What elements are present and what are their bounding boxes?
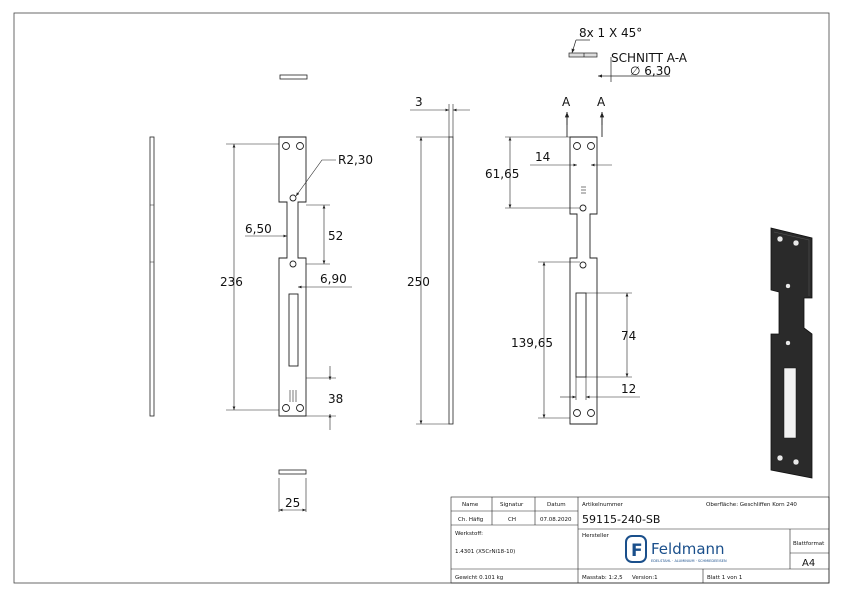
front-view-dimensions	[226, 143, 352, 512]
thickness-dimensions	[410, 104, 470, 425]
dim-width-25: 25	[285, 496, 300, 510]
tb-date: 07.08.2020	[540, 517, 572, 523]
dim-width-650: 6,50	[245, 222, 272, 236]
company-name: Feldmann	[651, 540, 725, 558]
thickness-view	[448, 136, 454, 425]
tb-article-label: Artikelnummer	[582, 502, 624, 508]
tb-material-value: 1.4301 (X5CrNi18-10)	[455, 549, 515, 555]
dim-height-38: 38	[328, 392, 343, 406]
tb-sheet: Blatt 1 von 1	[707, 575, 742, 581]
section-markers	[564, 112, 605, 137]
tb-surface: Oberfläche: Geschliffen Korn 240	[706, 502, 797, 508]
front-view-2-dimensions	[505, 136, 640, 419]
tb-date-header: Datum	[547, 502, 566, 508]
dim-height-6165: 61,65	[485, 167, 519, 181]
company-tagline: EDELSTAHL · ALUMINIUM · SCHMIEDEEISEN	[651, 559, 727, 563]
dim-height-52: 52	[328, 229, 343, 243]
dim-chamfer: 8x 1 X 45°	[579, 26, 642, 40]
section-mark-right: A	[597, 95, 606, 109]
dim-thickness: 3	[415, 95, 423, 109]
tb-material-label: Werkstoff:	[455, 531, 483, 537]
tb-format-value: A4	[802, 558, 815, 569]
company-logo: F Feldmann EDELSTAHL · ALUMINIUM · SCHMI…	[625, 535, 727, 563]
tb-signature-header: Signatur	[500, 502, 524, 508]
tb-weight: Gewicht 0.101 kg	[455, 575, 503, 581]
title-block	[450, 496, 830, 584]
logo-letter: F	[631, 541, 643, 561]
dim-length-236: 236	[220, 275, 243, 289]
tb-scale: Masstab: 1:2,5	[582, 575, 623, 581]
drawing-frame	[13, 12, 830, 584]
dim-height-13965: 139,65	[511, 336, 553, 350]
tb-signature: CH	[508, 517, 516, 523]
tb-manufacturer-label: Hersteller	[582, 533, 610, 539]
product-render	[770, 227, 813, 479]
section-detail	[568, 39, 670, 82]
section-title: SCHNITT A-A	[611, 51, 688, 65]
dim-section-diameter: ∅ 6,30	[630, 64, 671, 78]
side-view	[149, 136, 155, 417]
tb-format-label: Blattformat	[793, 541, 825, 547]
tb-version: Version:1	[632, 575, 658, 581]
tb-article-number: 59115-240-SB	[582, 513, 660, 526]
front-view-plate	[278, 136, 307, 417]
tb-name-header: Name	[462, 502, 479, 508]
dim-width-690: 6,90	[320, 272, 347, 286]
dim-radius: R2,30	[338, 153, 373, 167]
bottom-view	[278, 469, 307, 475]
dim-width-14: 14	[535, 150, 550, 164]
dim-height-74: 74	[621, 329, 636, 343]
dim-width-12: 12	[621, 382, 636, 396]
dim-length-250: 250	[407, 275, 430, 289]
section-mark-left: A	[562, 95, 571, 109]
top-view	[279, 74, 308, 80]
front-view-2-plate	[569, 136, 598, 425]
tb-drawn-by: Ch. Häfig	[458, 517, 483, 523]
